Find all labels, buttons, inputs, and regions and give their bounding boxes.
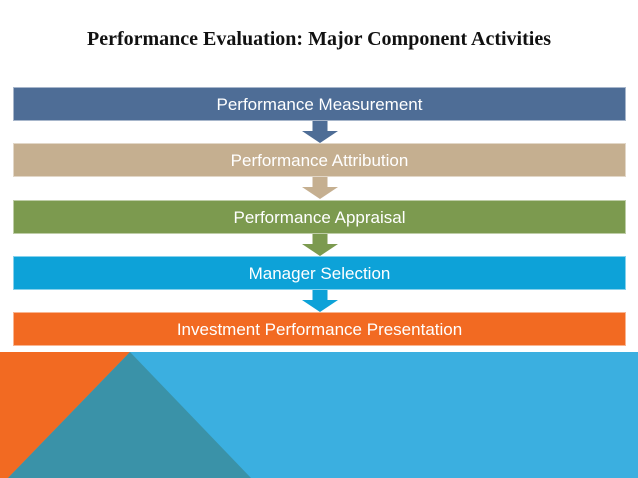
decoration-orange-wedge [0,352,130,478]
flow-step-label: Performance Measurement [216,94,423,114]
down-arrow-icon [302,177,338,199]
flow-step-label: Performance Appraisal [233,207,406,227]
down-arrow-icon [302,290,338,312]
down-arrow-icon [302,234,338,256]
decoration-triangles [0,352,638,478]
bottom-decoration-band [0,352,638,478]
flow-step-investment-performance-presentation: Investment Performance Presentation [13,312,626,346]
down-arrow-icon [302,121,338,143]
flow-step-manager-selection: Manager Selection [13,256,626,290]
flow-step-performance-appraisal: Performance Appraisal [13,200,626,234]
flow-step-performance-attribution: Performance Attribution [13,143,626,177]
flow-step-performance-measurement: Performance Measurement [13,87,626,121]
decoration-teal-triangle [8,352,251,478]
slide-title: Performance Evaluation: Major Component … [87,28,551,50]
flow-step-label: Investment Performance Presentation [176,319,463,339]
flow-step-label: Manager Selection [248,263,391,283]
flow-step-label: Performance Attribution [230,150,409,170]
